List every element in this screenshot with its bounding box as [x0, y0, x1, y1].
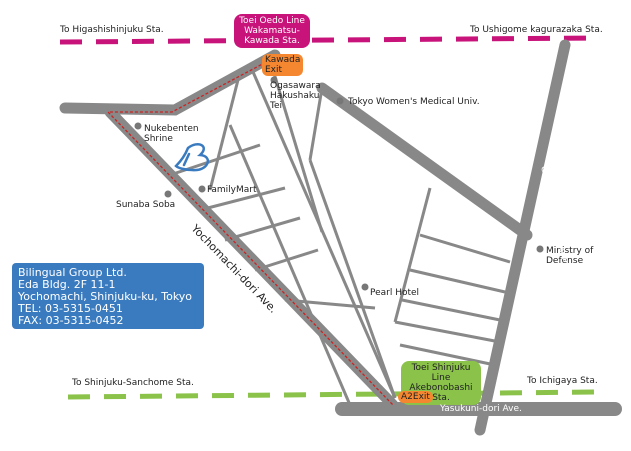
station-line: Toei Oedo Line	[239, 16, 305, 26]
label-defense: Ministry of Defense	[546, 246, 593, 266]
street	[208, 71, 242, 191]
direction-ichigaya: To Ichigaya Sta.	[527, 376, 598, 386]
defense-dot	[536, 245, 544, 253]
label-womens-medical: Tokyo Women's Medical Univ.	[348, 97, 480, 107]
street	[199, 186, 286, 212]
street	[284, 298, 376, 310]
street	[393, 187, 432, 323]
shinjuku-line-track	[67, 389, 601, 400]
direction-higashishinjuku: To Higashishinjuku Sta.	[60, 25, 164, 35]
direction-shinjuku-sanchome: To Shinjuku-Sanchome Sta.	[72, 378, 194, 388]
pearl-hotel-dot	[361, 283, 369, 291]
direction-ushigome: To Ushigome kagurazaka Sta.	[470, 25, 603, 35]
label-line: Defense	[546, 256, 584, 266]
street	[224, 216, 301, 242]
street	[394, 320, 501, 344]
street	[419, 233, 511, 264]
company-building: Eda Bldg. 2F 11-1	[18, 278, 116, 291]
label-ogasawara: Ogasawara Hakushaku Tei	[270, 81, 321, 111]
road-top-left	[59, 49, 281, 116]
label-familymart: FamilyMart	[207, 185, 257, 195]
street	[268, 59, 324, 233]
company-info-box: Bilingual Group Ltd. Eda Bldg. 2F 11-1 Y…	[12, 263, 204, 329]
sunaba-dot	[164, 190, 172, 198]
company-address: Yochomachi, Shinjuku-ku, Tokyo	[18, 290, 193, 303]
street	[399, 343, 496, 367]
exit-label: Kawada	[265, 55, 301, 65]
label-line: Ministry of	[546, 246, 594, 256]
nukebenten-dot	[134, 122, 142, 130]
walking-route	[106, 59, 394, 406]
oedo-line-track	[59, 35, 601, 45]
exit-kawada: Kawada Exit	[262, 54, 304, 76]
station-name: Akebonobashi	[409, 383, 473, 393]
label-nukebenten: Nukebenten Shrine	[144, 124, 199, 144]
street	[401, 298, 501, 322]
womens-medical-dot	[336, 97, 344, 105]
station-name-suffix: Sta.	[432, 393, 450, 403]
exit-a2: A2Exit	[398, 391, 433, 403]
company-tel: TEL: 03-5315-0451	[18, 302, 123, 315]
road-label-yasukuni: Yasukuni-dori Ave.	[440, 404, 522, 414]
station-wakamatsu-kawada: Toei Oedo Line Wakamatsu- Kawada Sta.	[234, 14, 310, 48]
street	[228, 124, 352, 406]
street	[308, 159, 397, 399]
label-pearl-hotel: Pearl Hotel	[370, 288, 420, 298]
familymart-dot	[198, 185, 206, 193]
label-line: Ogasawara	[270, 81, 321, 91]
label-line: Shrine	[144, 134, 173, 144]
company-fax: FAX: 03-5315-0452	[18, 314, 124, 327]
station-name: Wakamatsu-	[244, 26, 300, 36]
company-logo-icon	[174, 143, 210, 172]
station-line: Toei Shinjuku Line	[411, 363, 471, 383]
station-name-suffix: Kawada Sta.	[244, 36, 300, 46]
street	[254, 248, 319, 272]
label-line: Nukebenten	[144, 124, 199, 134]
company-name: Bilingual Group Ltd.	[18, 266, 127, 279]
ogasawara-dot	[270, 76, 278, 84]
street	[409, 268, 506, 294]
road-womens-street	[316, 82, 533, 241]
label-sunaba: Sunaba Soba	[116, 200, 176, 210]
exit-label-suffix: Exit	[265, 65, 283, 75]
label-line: Hakushaku	[270, 91, 320, 101]
street	[308, 87, 324, 161]
label-line: Tei	[270, 101, 283, 111]
